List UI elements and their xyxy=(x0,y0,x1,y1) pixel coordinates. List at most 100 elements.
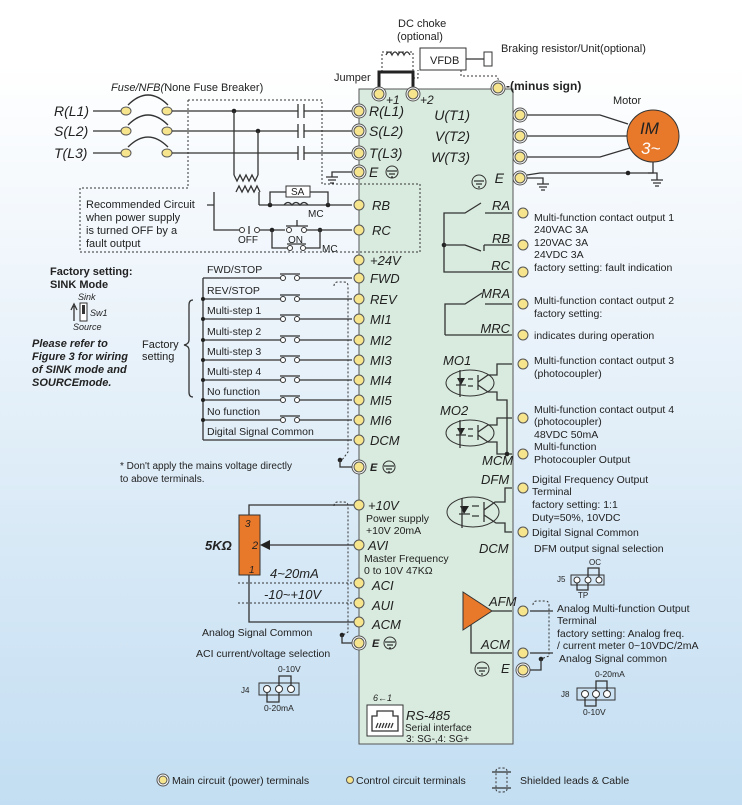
terminal-dfm-dcm[interactable] xyxy=(517,526,529,538)
terminal-mi5[interactable] xyxy=(353,394,365,406)
switch-label: REV/STOP xyxy=(207,285,260,297)
dfm-desc-3: factory setting: 1:1 xyxy=(532,499,618,511)
on-switch[interactable] xyxy=(286,220,308,233)
mc-coil-label: MC xyxy=(308,209,324,220)
terminal-acm[interactable] xyxy=(353,616,365,628)
jumper-bar xyxy=(377,70,415,93)
avi-label: AVI xyxy=(367,538,389,553)
terminal-minus[interactable] xyxy=(490,80,506,96)
ground-icon xyxy=(471,174,487,190)
dfm-desc-1: Digital Frequency Output xyxy=(532,474,648,486)
master-freq-label-1: Master Frequency xyxy=(364,553,449,565)
switch-contact xyxy=(294,275,300,281)
terminal-r-l1[interactable] xyxy=(351,103,367,119)
afm-label: AFM xyxy=(488,594,517,609)
terminal-u-t1[interactable] xyxy=(512,107,528,123)
terminal-mrc[interactable] xyxy=(517,329,529,341)
terminal-aci[interactable] xyxy=(353,577,365,589)
terminal-mcm[interactable] xyxy=(517,448,529,460)
input-terminal-label: FWD xyxy=(370,271,400,286)
terminal-mi4[interactable] xyxy=(353,374,365,386)
pot-pin-2: 2 xyxy=(251,540,258,552)
terminal-dfm[interactable] xyxy=(517,482,529,494)
acm-label: ACM xyxy=(371,617,401,632)
terminal-avi[interactable] xyxy=(353,539,365,551)
afm-acm-label: ACM xyxy=(480,637,510,652)
j4-label: J4 xyxy=(241,686,250,695)
relay1-desc-2: 240VAC 3A xyxy=(534,224,588,236)
dfm-output: DFM DCM Digital Frequency Output Termina… xyxy=(446,472,664,600)
sw1-label: Sw1 xyxy=(90,308,108,318)
rb-terminal-recommended[interactable] xyxy=(353,199,365,211)
terminal-rev[interactable] xyxy=(353,293,365,305)
rc-out-label: RC xyxy=(491,258,510,273)
terminal-w-t3[interactable] xyxy=(512,149,528,165)
terminal-plus2[interactable] xyxy=(405,86,421,102)
terminal-afm-acm[interactable] xyxy=(517,647,529,659)
terminal-fwd[interactable] xyxy=(353,272,365,284)
legend-main-terminal-icon xyxy=(156,773,170,787)
terminal-mi2[interactable] xyxy=(353,334,365,346)
plus1-label: +1 xyxy=(386,93,400,107)
terminal-rb[interactable] xyxy=(517,239,529,251)
terminal-mi6[interactable] xyxy=(353,414,365,426)
terminal-e-motor[interactable] xyxy=(512,170,528,186)
refer-line-3: of SINK mode and xyxy=(32,364,127,376)
line-s-label: S(L2) xyxy=(54,123,88,139)
rs485-port[interactable]: 6←1 RS-485 Serial interface 3: SG-,4: SG… xyxy=(366,693,472,745)
input-terminal-label: MI2 xyxy=(370,333,392,348)
j4-bottom-label: 0-20mA xyxy=(264,703,294,713)
braking-resistor-label: Braking resistor/Unit(optional) xyxy=(501,43,646,55)
terminal-afm[interactable] xyxy=(517,605,529,617)
terminal-mi1[interactable] xyxy=(353,313,365,325)
terminal-rc[interactable] xyxy=(517,266,529,278)
terminal-plus24v[interactable] xyxy=(353,254,365,266)
rs485-pins-label: 6←1 xyxy=(373,693,392,703)
ra-label: RA xyxy=(492,198,510,213)
terminal-mra[interactable] xyxy=(517,298,529,310)
terminal-v-t2[interactable] xyxy=(512,128,528,144)
pot-value-label: 5KΩ xyxy=(205,538,232,553)
rs485-title: RS-485 xyxy=(406,708,451,723)
terminal-mo1[interactable] xyxy=(517,358,529,370)
terminal-e-analog[interactable] xyxy=(351,635,367,651)
j8-top-label: 0-20mA xyxy=(595,669,625,679)
v-t2-label: V(T2) xyxy=(435,128,470,144)
off-switch[interactable] xyxy=(239,226,260,234)
terminal-afm-e[interactable] xyxy=(515,662,531,678)
dfm-common-label: Digital Signal Common xyxy=(532,527,639,539)
input-terminal-label: MI6 xyxy=(370,413,392,428)
input-terminal-label: MI3 xyxy=(370,353,392,368)
terminal-aui[interactable] xyxy=(353,597,365,609)
switch-contact xyxy=(280,275,286,281)
terminal-s-l2[interactable] xyxy=(351,123,367,139)
terminal-ra[interactable] xyxy=(517,207,529,219)
pot-pin-1: 1 xyxy=(249,565,255,576)
terminal-plus1[interactable] xyxy=(371,86,387,102)
vfdb-label: VFDB xyxy=(430,55,459,67)
sw1-switch[interactable] xyxy=(79,302,88,322)
switch-contact xyxy=(280,377,286,383)
terminal-mo2[interactable] xyxy=(517,412,529,424)
switch-label: Multi-step 1 xyxy=(207,305,261,317)
terminal-e-input[interactable] xyxy=(351,164,367,180)
terminal-t-l3[interactable] xyxy=(351,145,367,161)
terminal-mi3[interactable] xyxy=(353,354,365,366)
drive-input-terminals: R(L1) S(L2) T(L3) E xyxy=(326,103,404,184)
j5-oc-label: OC xyxy=(589,558,601,567)
aci-label: ACI xyxy=(371,578,394,593)
motor-label: Motor xyxy=(613,95,641,107)
relay2-desc-3: indicates during operation xyxy=(534,330,654,342)
rc-terminal-recommended[interactable] xyxy=(353,224,365,236)
afm-desc-4: / current meter 0~10VDC/2mA xyxy=(557,640,699,652)
terminal-dcm[interactable] xyxy=(353,434,365,446)
dfm-selection-label: DFM output signal selection xyxy=(534,543,664,555)
terminal-plus10v[interactable] xyxy=(353,499,365,511)
drive-t-label: T(L3) xyxy=(369,145,402,161)
switch-contact xyxy=(280,417,286,423)
legend-main-label: Main circuit (power) terminals xyxy=(172,775,309,787)
rs485-pinout-label: 3: SG-,4: SG+ xyxy=(406,734,469,745)
dc-choke-label: DC choke xyxy=(398,18,446,30)
off-label: OFF xyxy=(238,235,258,246)
relay2-desc-2: factory setting: xyxy=(534,308,602,320)
